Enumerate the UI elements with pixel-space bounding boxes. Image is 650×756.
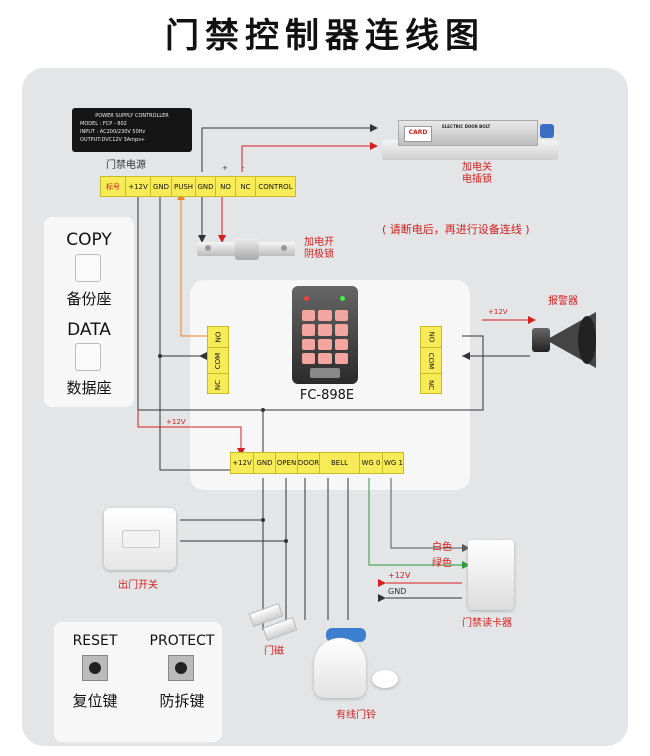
main-terminal-wg1: WG 1 <box>382 453 404 473</box>
bolt-brand: CARD <box>404 126 432 142</box>
terminal-gnd2: GND <box>195 177 215 196</box>
reset-title: RESET <box>72 633 118 649</box>
exit-button-label: 出门开关 <box>118 580 158 591</box>
reader-12v-label: +12V <box>388 571 411 580</box>
model-label: FC-898E <box>299 388 355 403</box>
keypad-led2-icon <box>340 296 345 301</box>
bolt-plate-text: ELECTRIC DOOR BOLT <box>442 124 491 129</box>
terminal-push: PUSH <box>171 177 195 196</box>
terminal-no: NO <box>215 177 235 196</box>
card-reader-label: 门禁读卡器 <box>462 618 512 629</box>
wire-12v-black <box>137 196 264 452</box>
wire-gnd-to-bolt <box>201 127 370 172</box>
data-socket-icon <box>75 343 101 371</box>
warning-text: ( 请断电后，再进行设备连线 ) <box>382 223 530 236</box>
wire-12v-label: +12V <box>166 418 186 426</box>
main-terminal-gnd: GND <box>253 453 275 473</box>
terminal-control: CONTROL <box>255 177 295 196</box>
strike-lock <box>197 238 295 260</box>
data-title: DATA <box>67 320 111 340</box>
wire-wg0-green <box>368 478 462 566</box>
plate-line3: INPUT : AC200/230V 50Hz <box>80 129 146 135</box>
left-relay-com: COM <box>208 347 228 373</box>
main-terminal-door: DOOR <box>297 453 319 473</box>
power-terminal-strip: 标号 +12V GND PUSH GND NO NC CONTROL <box>100 176 296 197</box>
right-relay-strip: NO COM NC <box>420 326 442 394</box>
alarm-label: 报警器 <box>548 296 578 307</box>
wire-wg1-white <box>390 478 462 549</box>
reader-gnd-label: GND <box>388 587 407 596</box>
right-relay-nc: NC <box>421 373 441 395</box>
power-supply-plate: POWER SUPPLY CONTROLLER MODEL : FCP - 80… <box>72 108 192 152</box>
main-terminal-open: OPEN <box>275 453 297 473</box>
right-relay-com: COM <box>421 347 441 373</box>
copy-label: 备份座 <box>66 290 112 308</box>
doorbell-device <box>306 628 400 702</box>
door-magnet-label: 门磁 <box>264 646 284 657</box>
keypad-device <box>292 286 358 384</box>
strike-lock-label: 加电开 阴极锁 <box>304 237 334 260</box>
left-relay-strip: NO COM NC <box>207 326 229 394</box>
data-label: 数据座 <box>66 379 112 397</box>
main-terminal-strip: +12V GND OPEN DOOR BELL WG 0 WG 1 <box>230 452 404 474</box>
reader-white-label: 白色 <box>432 542 452 553</box>
reset-switch-icon <box>82 655 108 681</box>
door-magnet-device <box>248 602 300 642</box>
reader-green-label: 绿色 <box>432 558 452 569</box>
reset-protect-box <box>54 622 222 742</box>
plate-line1: POWER SUPPLY CONTROLLER <box>95 113 169 119</box>
electric-bolt: CARD ELECTRIC DOOR BOLT <box>382 120 572 160</box>
right-relay-no: NO <box>427 331 435 343</box>
terminal-label-cell: 标号 <box>106 182 120 191</box>
exit-button-device <box>104 508 176 570</box>
control-plus: + <box>222 164 228 172</box>
wire-nc-to-bolt <box>241 145 370 172</box>
terminal-gnd: GND <box>150 177 171 196</box>
keypad-led-icon <box>304 296 309 301</box>
wire-right-com <box>263 335 484 411</box>
control-minus: - <box>242 164 245 172</box>
terminal-12v: +12V <box>125 177 150 196</box>
electric-bolt-label: 加电关 电插锁 <box>462 162 492 185</box>
main-terminal-bell: BELL <box>319 453 359 473</box>
copy-data-box <box>44 217 134 407</box>
terminal-nc: NC <box>235 177 255 196</box>
wire-push-orange <box>180 196 207 337</box>
copy-title: COPY <box>66 230 112 250</box>
protect-title: PROTECT <box>149 633 215 649</box>
wire-gnd-black <box>159 196 263 471</box>
left-relay-no: NO <box>214 331 222 343</box>
card-reader-device <box>468 540 514 610</box>
plate-line4: OUTPUT:DVC12V 3Amps+ <box>80 137 145 143</box>
plate-line2: MODEL : FCP - 802 <box>80 121 127 127</box>
protect-switch-icon <box>168 655 194 681</box>
wire-12v-red <box>137 410 242 452</box>
power-supply-label: 门禁电源 <box>106 160 146 171</box>
copy-socket-icon <box>75 254 101 282</box>
diagram-title: 门禁控制器连线图 <box>165 16 485 56</box>
main-terminal-wg0: WG 0 <box>359 453 382 473</box>
alarm-wire-label: +12V <box>488 308 508 316</box>
alarm-siren-icon <box>532 308 598 372</box>
protect-label: 防拆键 <box>159 692 205 710</box>
exit-key-icon <box>122 530 160 548</box>
reset-label: 复位键 <box>72 692 118 710</box>
main-terminal-12v: +12V <box>232 459 252 467</box>
keypad-buttons <box>302 310 348 364</box>
keypad-grille <box>310 368 340 378</box>
doorbell-label: 有线门铃 <box>336 710 376 721</box>
left-relay-nc: NC <box>208 373 228 395</box>
